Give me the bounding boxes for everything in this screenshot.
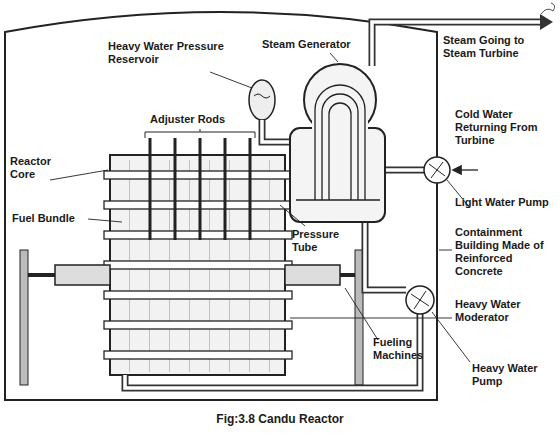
steam-arrow (540, 14, 553, 30)
adjuster-rod (249, 138, 252, 240)
pressure-reservoir (249, 80, 275, 120)
adjuster-rod (149, 138, 152, 240)
fueling-machine (55, 265, 110, 285)
part-label: Light Water Pump (455, 196, 555, 209)
part-label: Steam Generator (262, 38, 362, 51)
part-label: Fueling Machines (373, 336, 435, 362)
figure-caption: Fig:3.8 Candu Reactor (0, 412, 560, 426)
steam-puff (541, 3, 555, 14)
containment-wall (5, 12, 437, 400)
part-label: Containment Building Made of Reinforced … (455, 226, 555, 278)
part-label: Cold Water Returning From Turbine (455, 108, 555, 147)
return-arrow (454, 169, 478, 170)
machine-arm (28, 273, 355, 277)
light-water-pump (424, 157, 450, 183)
machine-post (20, 250, 28, 385)
adjuster-rod (174, 138, 177, 240)
heavy-water-pump (406, 286, 434, 314)
pressure-tube (104, 291, 292, 299)
generator-neck (312, 110, 368, 132)
pressure-tube (104, 261, 292, 269)
part-label: Adjuster Rods (150, 113, 250, 126)
part-label: Steam Going to Steam Turbine (443, 34, 555, 60)
part-label: Heavy Water Moderator (455, 298, 555, 324)
adjuster-rods (150, 138, 250, 240)
pressure-tube (104, 201, 292, 209)
part-label: Pressure Tube (292, 228, 352, 254)
part-label: Heavy Water Pressure Reservoir (108, 40, 248, 66)
pressure-tube (104, 171, 292, 179)
pressure-tube (104, 351, 292, 359)
fueling-machine (285, 265, 340, 285)
impeller (411, 291, 429, 309)
adjuster-rod (199, 138, 202, 240)
pressure-tubes (104, 171, 292, 359)
rods-bracket (145, 129, 255, 138)
impeller (429, 162, 445, 178)
pressure-tube (104, 231, 292, 239)
leader-lines (50, 53, 470, 362)
adjuster-rod (224, 138, 227, 240)
water-surface (254, 94, 270, 98)
u-tubes (296, 85, 380, 200)
part-label: Heavy Water Pump (472, 362, 552, 388)
generator-vessel (290, 128, 385, 222)
part-label: Reactor Core (10, 155, 65, 181)
pressure-tube (104, 321, 292, 329)
part-label: Fuel Bundle (12, 212, 90, 225)
